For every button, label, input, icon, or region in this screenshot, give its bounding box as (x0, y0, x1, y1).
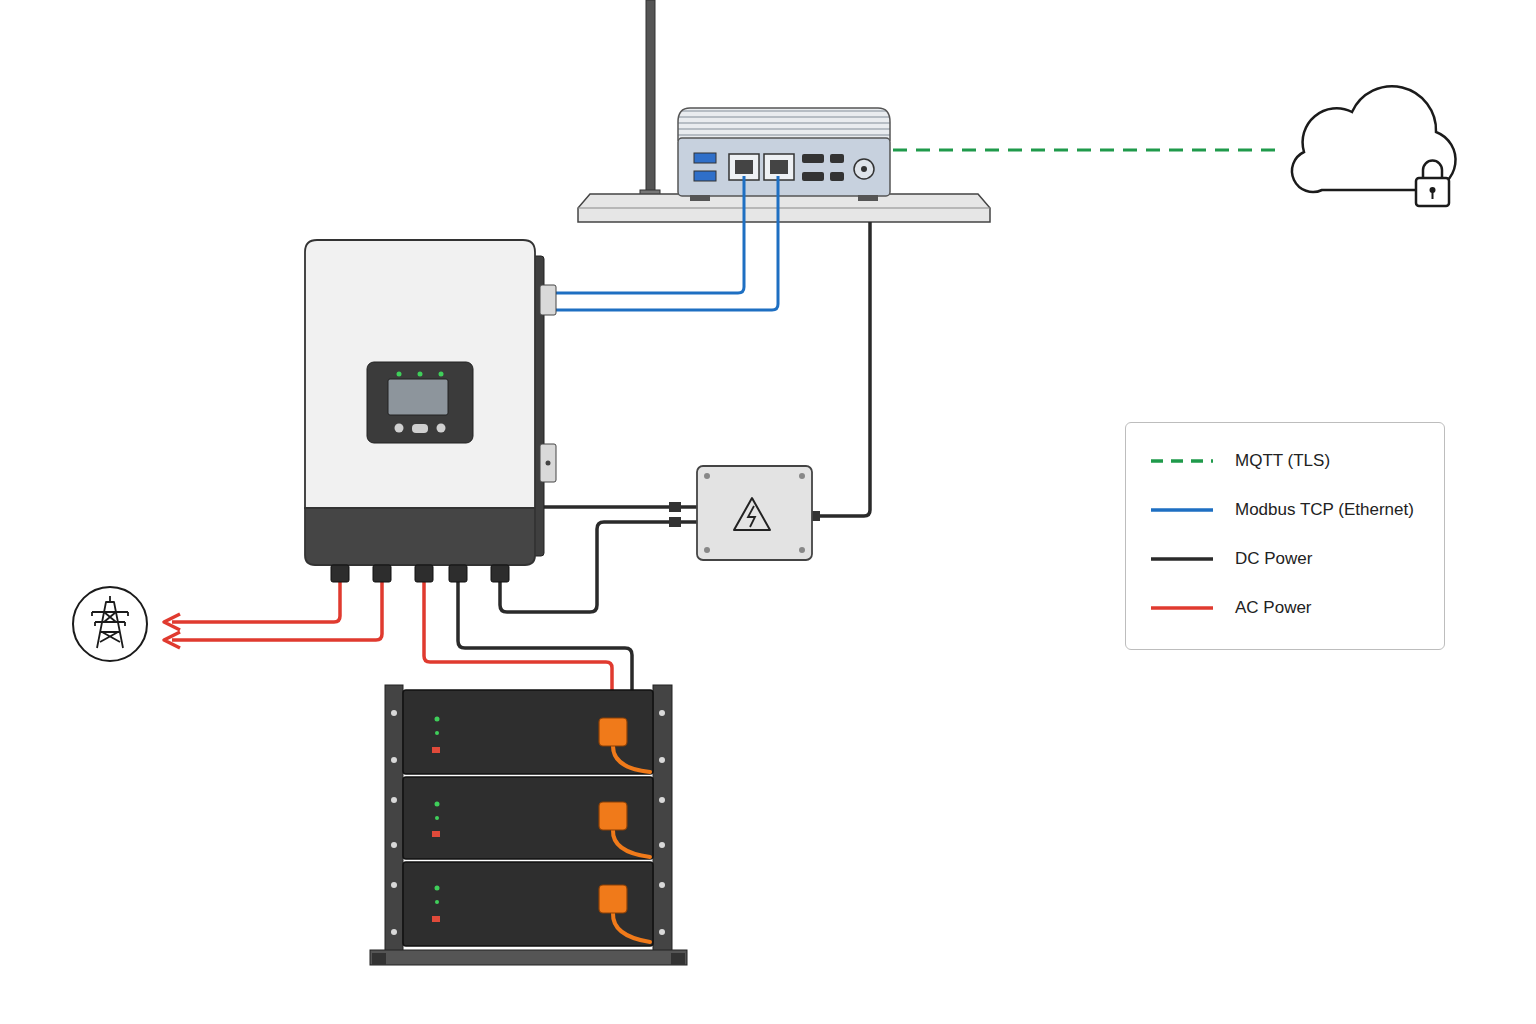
legend-line (1151, 508, 1213, 512)
legend-label: MQTT (TLS) (1235, 449, 1330, 473)
dc-junction-box (669, 466, 820, 560)
legend-box: MQTT (TLS) Modbus TCP (Ethernet) DC PowerA… (1125, 422, 1445, 650)
legend-line (1151, 606, 1213, 610)
shelf (578, 194, 990, 222)
mqtt-link (893, 149, 1280, 152)
legend-entry: MQTT (TLS) (1126, 449, 1444, 473)
legend-label: AC Power (1235, 596, 1312, 620)
ethernet-cables (548, 176, 778, 310)
cloud-icon (1292, 86, 1456, 206)
legend-entry: AC Power (1126, 596, 1444, 620)
legend-label: DC Power (1235, 547, 1312, 571)
legend-line-sample (1150, 498, 1214, 522)
legend-label: Modbus TCP (Ethernet) (1235, 498, 1414, 522)
hybrid-inverter (305, 240, 556, 582)
legend-entry: Modbus TCP (Ethernet) (1126, 498, 1444, 522)
legend-line-sample (1150, 596, 1214, 620)
legend-entry: DC Power (1126, 547, 1444, 571)
mounting-pole (640, 0, 660, 196)
ac-cables (164, 582, 612, 692)
legend-line-sample (1150, 547, 1214, 571)
legend-line (1151, 459, 1213, 463)
legend-line-sample (1150, 449, 1214, 473)
grid-symbol (73, 587, 147, 661)
battery-rack (370, 685, 687, 965)
legend-line (1151, 557, 1213, 561)
edge-gateway (678, 108, 890, 201)
